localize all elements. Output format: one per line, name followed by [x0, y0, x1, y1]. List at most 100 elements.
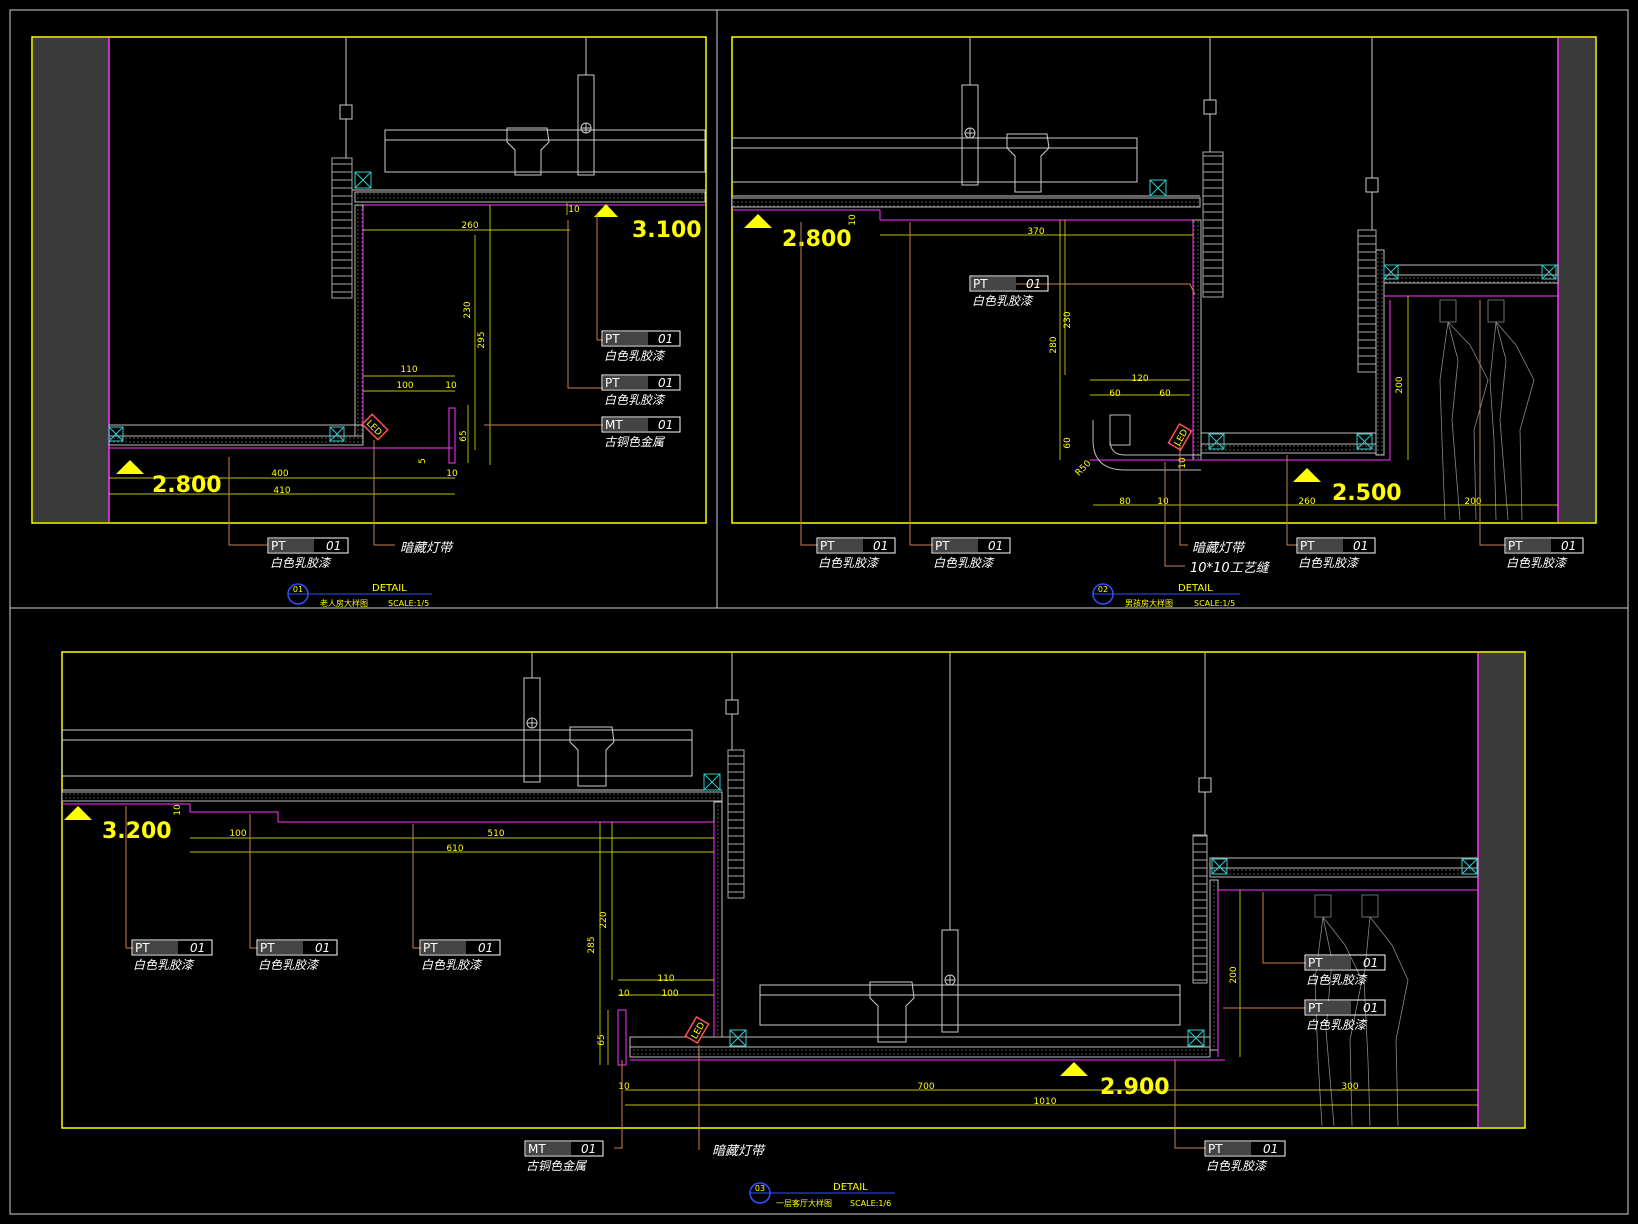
label-01-hidden-light: 暗藏灯带 — [400, 541, 454, 556]
dim-03-100a: 100 — [229, 829, 246, 839]
sheet-frame — [9, 9, 1629, 1215]
svg-text:PT: PT — [1300, 539, 1315, 553]
dim-01-10a: 10 — [568, 205, 580, 215]
label-03-hidden-light: 暗藏灯带 — [712, 1144, 766, 1159]
dim-01-260: 260 — [461, 221, 478, 231]
level-03-left: 3.200 — [102, 819, 172, 844]
dim-01-10b: 10 — [445, 381, 457, 391]
dim-02-260: 260 — [1298, 497, 1315, 507]
viewport-frame-03 — [61, 651, 1526, 1129]
level-03-right: 2.900 — [1100, 1075, 1170, 1100]
dim-03-100b: 100 — [661, 989, 678, 999]
dim-02-200a: 200 — [1395, 376, 1405, 393]
svg-text:01: 01 — [873, 539, 888, 553]
svg-text:老人房大样图: 老人房大样图 — [320, 598, 368, 608]
dim-03-65: 65 — [597, 1034, 607, 1045]
dim-02-230: 230 — [1063, 311, 1073, 328]
dim-01-230: 230 — [463, 301, 473, 318]
dim-01-5: 5 — [418, 458, 428, 464]
svg-text:男孩房大样图: 男孩房大样图 — [1125, 598, 1173, 608]
dim-02-200b: 200 — [1464, 497, 1481, 507]
dim-03-200: 200 — [1229, 966, 1239, 983]
svg-text:白色乳胶漆: 白色乳胶漆 — [933, 556, 995, 570]
svg-text:01: 01 — [1363, 956, 1378, 970]
dim-03-610: 610 — [446, 844, 463, 854]
dim-01-410: 410 — [273, 486, 290, 496]
title-block-02: 02 DETAIL 男孩房大样图 SCALE:1/5 — [1092, 583, 1240, 608]
svg-text:01: 01 — [326, 539, 341, 553]
dim-02-60b: 60 — [1159, 389, 1171, 399]
svg-text:01: 01 — [658, 376, 673, 390]
tag-03-f: PT 01 白色乳胶漆 — [1304, 954, 1386, 987]
title-block-01: 01 DETAIL 老人房大样图 SCALE:1/5 — [287, 583, 432, 608]
svg-text:01: 01 — [190, 941, 205, 955]
svg-text:MT: MT — [605, 418, 623, 432]
dim-02-80: 80 — [1119, 497, 1131, 507]
dim-03-220: 220 — [599, 911, 609, 928]
dim-02-r50: R50 — [1074, 459, 1094, 479]
svg-text:白色乳胶漆: 白色乳胶漆 — [972, 294, 1034, 308]
svg-text:白色乳胶漆: 白色乳胶漆 — [1298, 556, 1360, 570]
dim-01-400: 400 — [271, 469, 288, 479]
label-02-groove: 10*10工艺缝 — [1190, 561, 1271, 576]
dim-02-60a: 60 — [1109, 389, 1121, 399]
svg-text:PT: PT — [423, 941, 438, 955]
svg-text:白色乳胶漆: 白色乳胶漆 — [1306, 973, 1368, 987]
detail-02: LED 10 370 230 280 120 60 60 60 R50 10 2… — [731, 36, 1597, 608]
dim-02-60c: 60 — [1063, 437, 1073, 449]
svg-text:DETAIL: DETAIL — [833, 1182, 868, 1193]
svg-text:01: 01 — [581, 1142, 596, 1156]
svg-text:PT: PT — [1308, 1001, 1323, 1015]
level-01-top: 3.100 — [632, 218, 702, 243]
tag-01-c: MT 01 古铜色金属 — [601, 416, 681, 449]
svg-text:PT: PT — [271, 539, 286, 553]
svg-text:SCALE:1/6: SCALE:1/6 — [850, 1199, 891, 1208]
svg-text:白色乳胶漆: 白色乳胶漆 — [1306, 1018, 1368, 1032]
detail-03: LED 10 100 510 610 220 285 110 100 10 65… — [61, 651, 1526, 1208]
level-01-bottom: 2.800 — [152, 473, 222, 498]
svg-text:PT: PT — [973, 277, 988, 291]
dim-03-700: 700 — [917, 1082, 934, 1092]
dim-03-110: 110 — [657, 974, 674, 984]
svg-text:古铜色金属: 古铜色金属 — [526, 1159, 588, 1173]
svg-text:01: 01 — [988, 539, 1003, 553]
dim-03-10c: 10 — [618, 1082, 630, 1092]
svg-text:白色乳胶漆: 白色乳胶漆 — [1506, 556, 1568, 570]
dim-02-280: 280 — [1049, 336, 1059, 353]
dim-03-285: 285 — [587, 936, 597, 953]
svg-text:PT: PT — [1308, 956, 1323, 970]
dim-01-100: 100 — [396, 381, 413, 391]
svg-text:白色乳胶漆: 白色乳胶漆 — [604, 393, 666, 407]
level-02-left: 2.800 — [782, 227, 852, 252]
svg-text:PT: PT — [1208, 1142, 1223, 1156]
svg-text:白色乳胶漆: 白色乳胶漆 — [270, 556, 332, 570]
dim-03-300: 300 — [1341, 1082, 1358, 1092]
svg-text:PT: PT — [1508, 539, 1523, 553]
svg-text:白色乳胶漆: 白色乳胶漆 — [421, 958, 483, 972]
svg-text:白色乳胶漆: 白色乳胶漆 — [258, 958, 320, 972]
svg-text:02: 02 — [1098, 585, 1108, 594]
dim-02-370: 370 — [1027, 227, 1044, 237]
wall-01 — [33, 38, 109, 522]
tag-03-a: PT 01 白色乳胶漆 — [131, 939, 213, 972]
svg-text:DETAIL: DETAIL — [1178, 583, 1213, 594]
tag-02-e: PT 01 白色乳胶漆 — [1504, 537, 1584, 570]
label-02-hidden-light: 暗藏灯带 — [1192, 541, 1246, 556]
svg-text:01: 01 — [1363, 1001, 1378, 1015]
svg-text:白色乳胶漆: 白色乳胶漆 — [604, 349, 666, 363]
dim-01-295: 295 — [477, 331, 487, 348]
svg-text:01: 01 — [658, 418, 673, 432]
dim-02-10a: 10 — [848, 214, 858, 226]
tag-02-b: PT 01 白色乳胶漆 — [816, 537, 896, 570]
tag-01-b: PT 01 白色乳胶漆 — [601, 374, 681, 407]
tag-01-a: PT 01 白色乳胶漆 — [601, 330, 681, 363]
svg-text:03: 03 — [755, 1184, 765, 1193]
svg-text:SCALE:1/5: SCALE:1/5 — [388, 599, 429, 608]
svg-text:PT: PT — [820, 539, 835, 553]
svg-text:MT: MT — [528, 1142, 546, 1156]
tag-01-d: PT 01 白色乳胶漆 — [267, 537, 349, 570]
dim-02-10c: 10 — [1157, 497, 1169, 507]
svg-text:01: 01 — [1026, 277, 1041, 291]
svg-text:01: 01 — [1353, 539, 1368, 553]
svg-text:01: 01 — [658, 332, 673, 346]
